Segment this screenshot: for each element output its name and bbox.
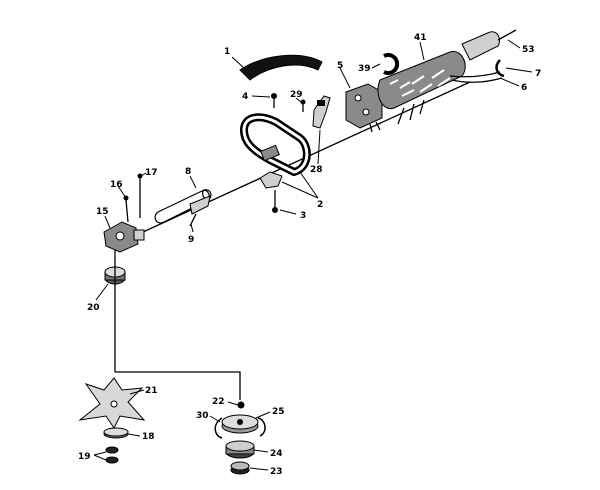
- callout-21: 21: [145, 386, 158, 396]
- callout-41: 41: [414, 33, 427, 43]
- callout-28: 28: [310, 165, 323, 175]
- callout-53: 53: [522, 45, 535, 55]
- throttle-trigger-part: [312, 95, 331, 129]
- callout-4: 4: [242, 92, 248, 102]
- callout-15: 15: [96, 207, 109, 217]
- callout-23: 23: [270, 467, 283, 477]
- callout-2: 2: [317, 200, 323, 210]
- callout-20: 20: [87, 303, 100, 313]
- callout-24: 24: [270, 449, 283, 459]
- leader-lines: [93, 39, 533, 471]
- trimmer-blade-part: [78, 377, 146, 429]
- handle-clamp-part: [259, 171, 283, 189]
- callout-7: 7: [535, 69, 541, 79]
- spool-bracket-line: [115, 371, 241, 400]
- callout-30: 30: [196, 411, 209, 421]
- power-cord-part-6: [449, 71, 503, 83]
- callout-5: 5: [337, 61, 343, 71]
- callout-39: 39: [358, 64, 371, 74]
- nut-part-19: [105, 446, 119, 464]
- callout-labels: 1 4 29 5 39 41 53 7 6 28 2 3 8 9 16 17 1…: [78, 33, 541, 477]
- callout-17: 17: [145, 168, 158, 178]
- screw-part-16: [123, 195, 129, 223]
- motor-housing-part: [377, 50, 466, 125]
- trimmer-line-part-30: [214, 417, 266, 439]
- callout-25: 25: [272, 407, 285, 417]
- washer-part-18: [103, 427, 129, 439]
- spool-cover-part-24: [225, 440, 255, 459]
- bump-knob-part-23: [230, 461, 250, 475]
- spool-screw-part-22: [237, 401, 245, 409]
- callout-6: 6: [521, 83, 527, 93]
- screw-part-29: [300, 99, 306, 112]
- callout-3: 3: [300, 211, 306, 221]
- cord-retainer-part-7: [495, 59, 505, 78]
- callout-18: 18: [142, 432, 155, 442]
- callout-29: 29: [290, 90, 303, 100]
- callout-22: 22: [212, 397, 225, 407]
- callout-19: 19: [78, 452, 91, 462]
- screw-part-17: [137, 173, 143, 218]
- nut-part-3: [272, 190, 278, 213]
- switch-housing-part: [345, 83, 383, 133]
- rear-tube-part: [461, 29, 517, 61]
- callout-16: 16: [110, 180, 123, 190]
- spool-part-25: [221, 414, 259, 434]
- gear-head-part: [103, 221, 145, 253]
- callout-1: 1: [224, 47, 230, 57]
- callout-9: 9: [188, 235, 194, 245]
- guard-shield-part: [239, 54, 323, 81]
- d-handle-part: [240, 113, 311, 176]
- screw-part-4: [271, 93, 277, 108]
- callout-8: 8: [185, 167, 191, 177]
- c-clip-part-39: [383, 53, 400, 75]
